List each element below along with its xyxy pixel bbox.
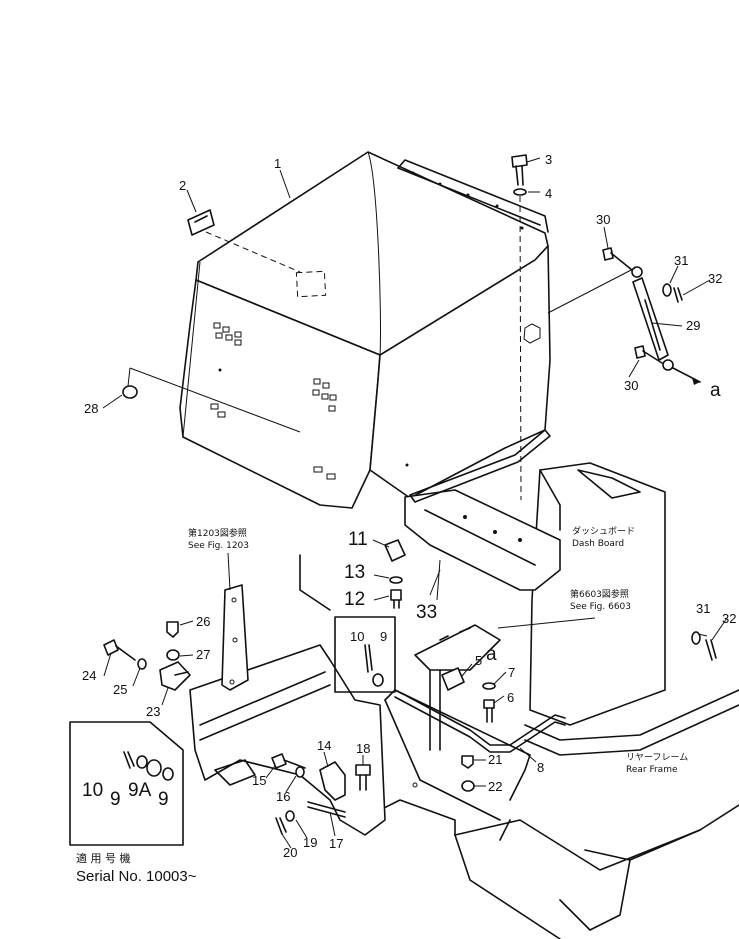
callout-31-lower: 31	[696, 601, 710, 616]
hood-cover	[179, 151, 551, 509]
inset-detail-9-10	[334, 616, 396, 693]
washer-31-upper	[662, 283, 672, 297]
dash-board	[529, 462, 666, 726]
callout-21: 21	[488, 752, 502, 767]
callout-31-upper: 31	[674, 253, 688, 268]
callout-17: 17	[329, 836, 343, 851]
nut-27	[166, 649, 180, 661]
callout-1: 1	[274, 156, 281, 171]
washer-25	[137, 658, 147, 670]
serial-number: Serial No. 10003~	[76, 868, 197, 885]
applicability-jp: 適 用 号 機	[76, 851, 131, 865]
mounting-bracket	[404, 489, 561, 591]
washer-31-lower	[691, 631, 701, 645]
callout-18: 18	[356, 741, 370, 756]
support-rod-8	[394, 689, 566, 753]
callout-24: 24	[82, 668, 96, 683]
note-dashboard-en: Dash Board	[572, 539, 624, 549]
callout-10-serial: 10	[82, 780, 103, 801]
callout-4: 4	[545, 186, 552, 201]
callout-15: 15	[252, 773, 266, 788]
nut-22	[461, 780, 475, 792]
callout-30-lower: 30	[624, 378, 638, 393]
leader-lines	[102, 157, 728, 849]
clamp-5	[441, 667, 465, 691]
callout-9-inset: 9	[380, 629, 387, 644]
callout-29: 29	[686, 318, 700, 333]
callout-30-upper: 30	[596, 212, 610, 227]
callout-33: 33	[416, 602, 437, 623]
bolt-12	[390, 589, 402, 609]
callout-16: 16	[276, 789, 290, 804]
bolt-30-upper	[602, 247, 633, 271]
callout-26: 26	[196, 614, 210, 629]
callout-8: 8	[537, 760, 544, 775]
callout-32-lower: 32	[722, 611, 736, 626]
callout-7: 7	[508, 665, 515, 680]
callout-22: 22	[488, 779, 502, 794]
callout-12: 12	[344, 589, 365, 610]
callout-9-serial-b: 9	[158, 789, 169, 810]
pin-17	[307, 801, 346, 818]
note-dashboard-jp: ダッシュボード	[572, 525, 635, 537]
pin-32-lower	[705, 639, 717, 661]
callout-5: 5	[475, 653, 482, 668]
washer-13	[389, 576, 403, 584]
callout-28: 28	[84, 401, 98, 416]
washer-4	[513, 188, 527, 501]
callout-10-inset: 10	[350, 629, 364, 644]
lever-14	[319, 761, 346, 801]
bolt-3	[511, 154, 528, 186]
pin-18	[355, 764, 371, 791]
callout-labels: 1 2 3 4 30 31 32 29 30 a 28 11 13 12 33 …	[82, 152, 736, 860]
callout-27: 27	[196, 647, 210, 662]
callout-9A-serial: 9A	[128, 780, 152, 801]
rear-frame	[299, 554, 739, 939]
reference-notes: 第1203図参照 See Fig. 1203 第6603図参照 See Fig.…	[76, 525, 688, 885]
callout-2: 2	[179, 178, 186, 193]
callout-3: 3	[545, 152, 552, 167]
callout-a-lower: a	[486, 644, 497, 665]
clamp-23	[159, 661, 191, 691]
note-fig1203-jp: 第1203図参照	[188, 527, 247, 539]
washer-7	[482, 682, 496, 690]
cotter-pin-20	[275, 817, 287, 835]
note-fig1203-en: See Fig. 1203	[188, 541, 249, 551]
support-stay-33	[409, 429, 551, 503]
bracket-11	[384, 539, 406, 562]
note-fig6603-en: See Fig. 6603	[570, 602, 631, 612]
lock-2	[187, 209, 301, 273]
bolt-6	[483, 699, 495, 723]
bolt-15	[271, 753, 306, 769]
serial-inset-box	[69, 721, 184, 846]
bolt-21	[461, 755, 474, 769]
bolt-26	[166, 621, 179, 638]
callout-a-upper: a	[710, 380, 721, 401]
vertical-bracket	[221, 584, 249, 691]
bolt-30-lower	[634, 345, 663, 364]
callout-23: 23	[146, 704, 160, 719]
right-bracket	[414, 624, 501, 751]
washer-16	[295, 766, 305, 778]
callout-13: 13	[344, 562, 365, 583]
washer-19	[285, 810, 295, 822]
callout-9-serial-a: 9	[110, 789, 121, 810]
note-rearframe-jp: リヤーフレーム	[626, 752, 688, 763]
pin-32-upper	[673, 287, 683, 303]
bolt-24	[103, 639, 136, 661]
callout-20: 20	[283, 845, 297, 860]
callout-19: 19	[303, 835, 317, 850]
callout-11: 11	[348, 529, 368, 550]
note-fig6603-jp: 第6603図参照	[570, 588, 629, 600]
callout-25: 25	[113, 682, 127, 697]
note-rearframe-en: Rear Frame	[626, 765, 678, 775]
callout-14: 14	[317, 738, 331, 753]
callout-32-upper: 32	[708, 271, 722, 286]
gas-spring-29	[631, 266, 701, 385]
callout-6: 6	[507, 690, 514, 705]
grommet-28	[122, 367, 301, 433]
